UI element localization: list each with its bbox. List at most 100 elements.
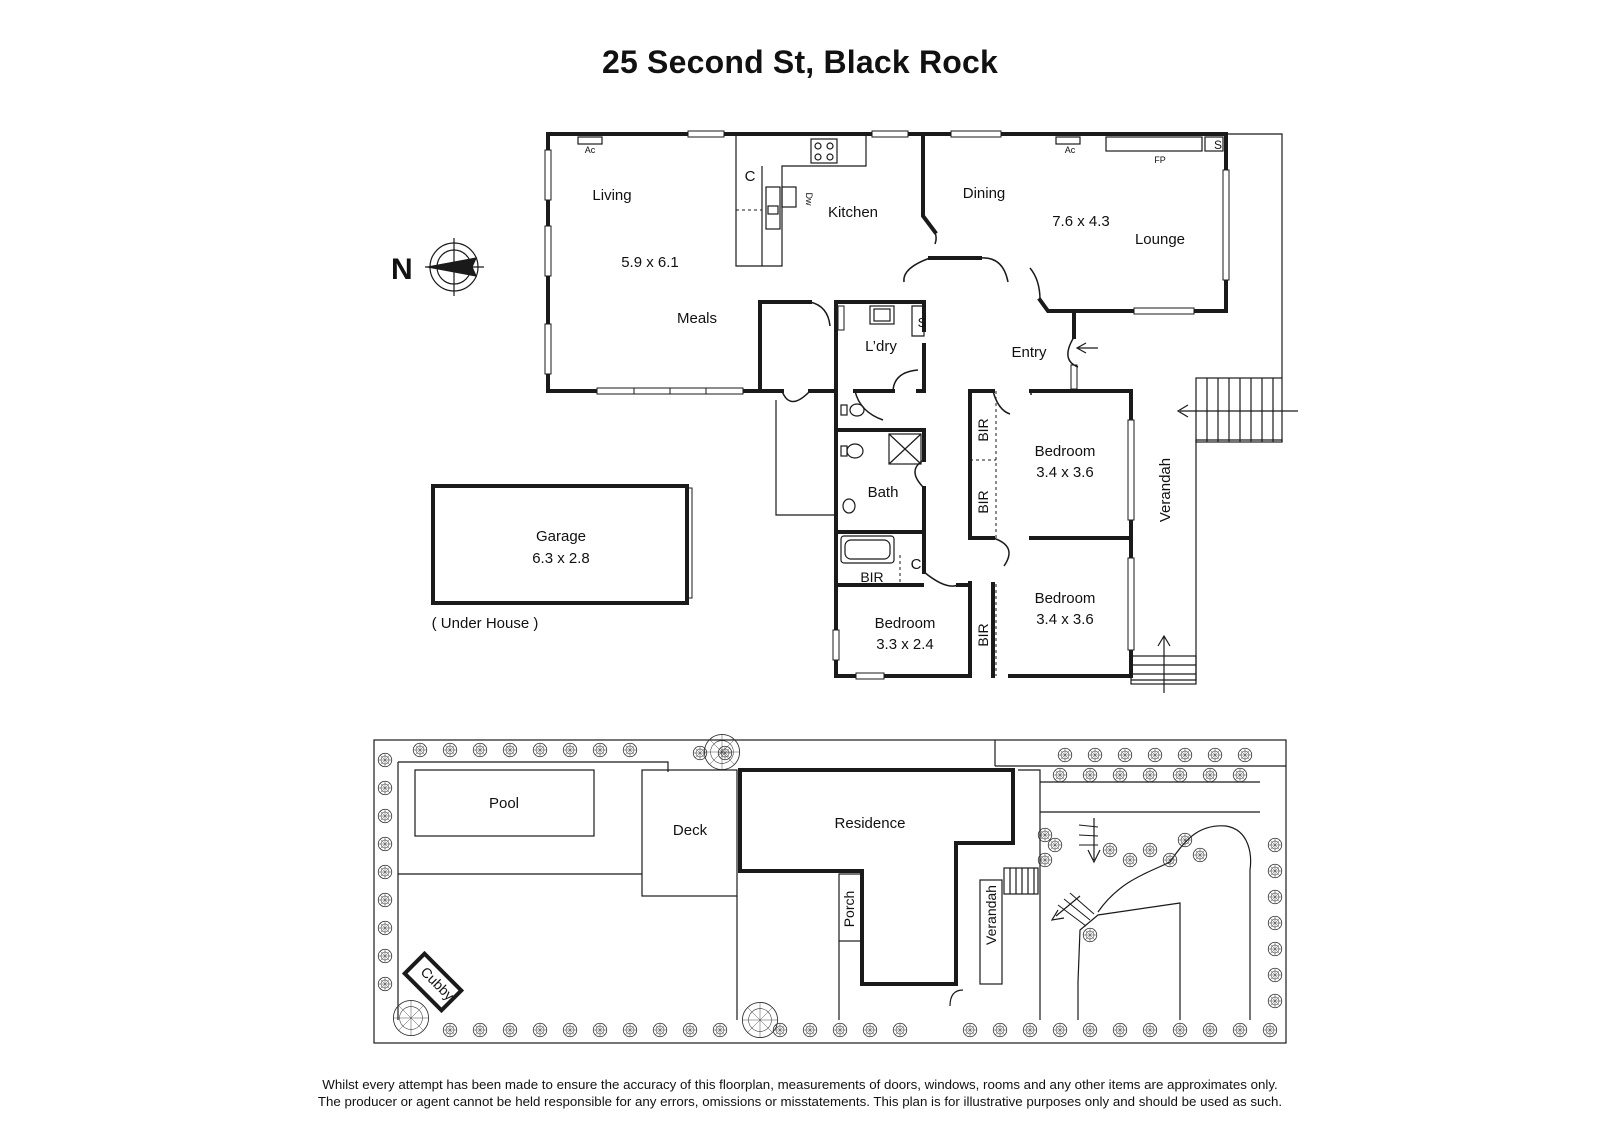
shrub-icon — [377, 948, 393, 964]
shrub-icon — [592, 742, 608, 758]
shrub-icon — [622, 742, 638, 758]
room-living-size: 5.9 x 6.1 — [621, 254, 679, 271]
shrub-icon — [992, 1022, 1008, 1038]
shrub-icon — [377, 976, 393, 992]
shrub-icon — [377, 836, 393, 852]
cupboard-label-hall: C — [911, 556, 922, 573]
shrub-icon — [1142, 1022, 1158, 1038]
site-verandah-label: Verandah — [983, 885, 999, 945]
compass-icon — [425, 238, 484, 296]
shrub-icon — [1037, 852, 1053, 868]
garage-label: Garage — [536, 528, 586, 545]
room-bedroom3-size: 3.3 x 2.4 — [876, 636, 934, 653]
site-porch-label: Porch — [841, 891, 857, 928]
shrub-icon — [1262, 1022, 1278, 1038]
shrub-icon — [892, 1022, 908, 1038]
page-title: 25 Second St, Black Rock — [601, 44, 999, 80]
room-labels: Living 5.9 x 6.1 Meals Kitchen Dining 7.… — [432, 185, 1185, 653]
shrub-icon — [502, 1022, 518, 1038]
fixture-labels: Ac Ac FP S S C C Dw BIR BIR BIR BIR — [585, 138, 1222, 647]
shrub-icon — [1102, 842, 1118, 858]
shrub-icon — [717, 745, 733, 761]
tree-icons — [377, 733, 1283, 1039]
shrub-icon — [1147, 747, 1163, 763]
shrub-icon — [962, 1022, 978, 1038]
shrub-icon — [1112, 767, 1128, 783]
shrub-icon — [1237, 747, 1253, 763]
residence-outline — [738, 768, 1015, 986]
disclaimer: Whilst every attempt has been made to en… — [0, 1076, 1600, 1110]
shrub-icon — [532, 1022, 548, 1038]
shrub-icon — [377, 864, 393, 880]
disclaimer-line2: The producer or agent cannot be held res… — [317, 1094, 1283, 1109]
windows — [544, 130, 1230, 680]
shrub-icon — [682, 1022, 698, 1038]
shrub-icon — [1267, 967, 1283, 983]
room-lounge-size: 7.6 x 4.3 — [1052, 213, 1110, 230]
dishwasher-label: Dw — [804, 193, 814, 206]
shrub-icon — [712, 1022, 728, 1038]
shrub-icon — [1267, 837, 1283, 853]
shrub-icon — [1037, 827, 1053, 843]
shrub-icon — [1177, 747, 1193, 763]
fireplace-label: FP — [1154, 155, 1166, 165]
bir-label-bedroom1b: BIR — [975, 490, 991, 513]
shrub-icon — [1057, 747, 1073, 763]
shrub-icon — [652, 1022, 668, 1038]
shrub-icon — [377, 892, 393, 908]
shrub-icon — [622, 1022, 638, 1038]
tree-icon — [741, 1001, 779, 1039]
ac-label-lounge: Ac — [1065, 145, 1076, 155]
shrub-icon — [1052, 1022, 1068, 1038]
shrub-icon — [1082, 767, 1098, 783]
shrub-icon — [1142, 767, 1158, 783]
shrub-icon — [472, 1022, 488, 1038]
shrub-icon — [862, 1022, 878, 1038]
bir-label-bedroom1a: BIR — [975, 418, 991, 441]
garage-outline — [431, 484, 689, 605]
shrub-icon — [772, 1022, 788, 1038]
shrub-icon — [832, 1022, 848, 1038]
room-bath-label: Bath — [868, 484, 899, 501]
shrub-icon — [442, 742, 458, 758]
shrub-icon — [1172, 1022, 1188, 1038]
shrub-icon — [1202, 767, 1218, 783]
room-dining-label: Dining — [963, 185, 1006, 202]
shrub-icon — [1267, 915, 1283, 931]
room-meals-label: Meals — [677, 310, 717, 327]
shrub-icon — [1087, 747, 1103, 763]
room-bedroom2-label: Bedroom — [1035, 590, 1096, 607]
site-deck-label: Deck — [673, 822, 708, 839]
room-lounge-label: Lounge — [1135, 231, 1185, 248]
shrub-icon — [1177, 832, 1193, 848]
shrub-icon — [502, 742, 518, 758]
shrub-icon — [472, 742, 488, 758]
storage-label-lounge: S — [1214, 138, 1222, 152]
cubby-icon — [401, 950, 465, 1014]
shrub-icon — [412, 742, 428, 758]
cupboard-dividers — [735, 140, 997, 676]
shrub-icon — [442, 1022, 458, 1038]
storage-label-laundry: S — [918, 315, 927, 330]
door-swings — [781, 215, 1079, 587]
bir-label-bedroom2: BIR — [975, 623, 991, 646]
shrub-icon — [1267, 993, 1283, 1009]
shrub-icon — [1112, 1022, 1128, 1038]
ac-label-living: Ac — [585, 145, 596, 155]
kitchen-bench — [577, 134, 1224, 564]
shrub-icon — [1082, 927, 1098, 943]
room-bedroom1-size: 3.4 x 3.6 — [1036, 464, 1094, 481]
shrub-icon — [1022, 1022, 1038, 1038]
shrub-icon — [377, 780, 393, 796]
tree-icon — [703, 733, 741, 771]
shrub-icon — [1267, 889, 1283, 905]
disclaimer-line1: Whilst every attempt has been made to en… — [322, 1077, 1278, 1092]
tree-icon — [392, 999, 430, 1037]
room-bedroom2-size: 3.4 x 3.6 — [1036, 611, 1094, 628]
shrub-icon — [1202, 1022, 1218, 1038]
shrub-icon — [562, 1022, 578, 1038]
room-bedroom3-label: Bedroom — [875, 615, 936, 632]
shrub-icon — [377, 808, 393, 824]
room-kitchen-label: Kitchen — [828, 204, 878, 221]
